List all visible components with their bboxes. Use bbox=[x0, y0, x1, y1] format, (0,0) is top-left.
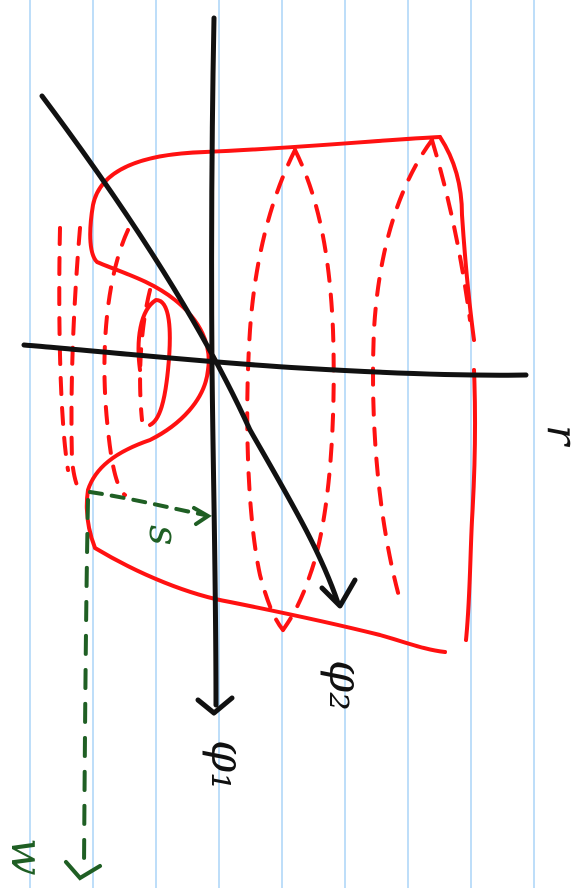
surface-rib-far-a bbox=[371, 138, 434, 602]
w-arrowhead bbox=[64, 860, 102, 881]
s-label: s bbox=[140, 525, 186, 546]
s-dashed-arrow bbox=[88, 490, 207, 517]
surface-rib-outer bbox=[69, 226, 84, 497]
surface-far-edge-top bbox=[438, 135, 476, 342]
axis-phi2-arrowhead bbox=[319, 577, 358, 609]
axis-phi1-arrowhead bbox=[195, 695, 235, 716]
axis-phi2-line bbox=[39, 93, 341, 606]
surface-far-edge-bottom bbox=[464, 368, 478, 642]
surface-outline bbox=[84, 135, 478, 654]
notebook-ruling bbox=[29, 0, 535, 888]
w-dashed-arrow bbox=[82, 498, 90, 870]
s-arrowhead bbox=[192, 506, 212, 526]
axis-phi1-line bbox=[209, 15, 219, 708]
coordinate-axes bbox=[21, 15, 529, 716]
surface-inner-loop bbox=[136, 298, 172, 427]
axis-phi1-label: φ₁ bbox=[201, 740, 255, 791]
surface-outer-curve bbox=[84, 135, 447, 654]
surface-rib-edge bbox=[57, 226, 70, 472]
axis-r-line bbox=[21, 342, 529, 378]
axis-r-label: r bbox=[538, 425, 575, 448]
surface-rib-phi2-a bbox=[245, 148, 297, 632]
surface-ribs bbox=[57, 138, 472, 632]
w-label: w bbox=[1, 838, 52, 876]
annotations bbox=[64, 490, 212, 881]
surface-rib-near bbox=[102, 228, 130, 497]
surface-rib-far-b bbox=[430, 138, 472, 322]
surface-rib-phi2-b bbox=[281, 148, 336, 632]
axis-phi2-label: φ₂ bbox=[319, 660, 373, 711]
